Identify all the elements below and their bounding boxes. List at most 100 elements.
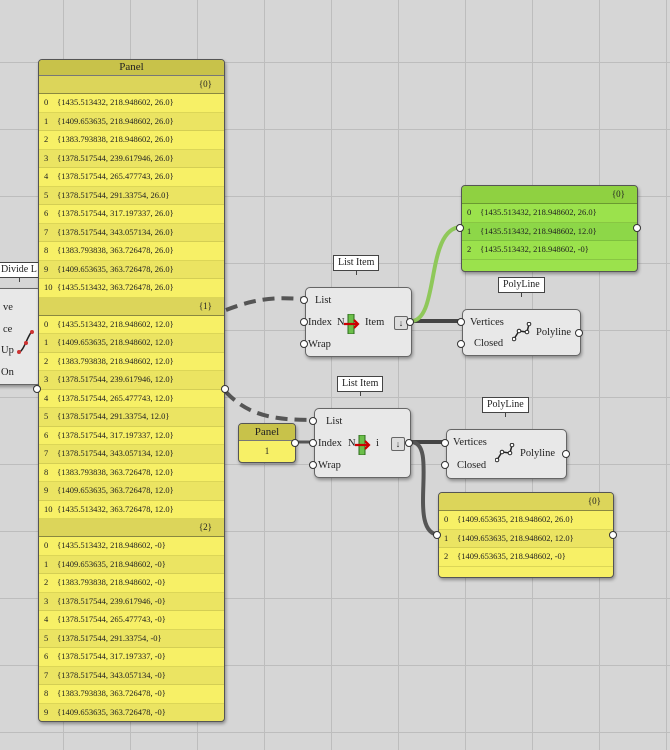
vertices-input-label: Vertices [470, 317, 504, 328]
branch-header: {0} [439, 493, 613, 511]
list-item: 1 {1409.653635, 218.948602, 26.0} [39, 112, 224, 131]
item-value: {1409.653635, 363.726478, 26.0} [57, 263, 174, 274]
item-index: 6 [44, 208, 49, 218]
item-index: 3 [44, 374, 49, 384]
list-item-icon-letter: N [348, 438, 356, 449]
list-item: 2 {1383.793838, 218.948602, -0} [39, 574, 224, 593]
item-index: 3 [44, 595, 49, 606]
item-index: 0 [467, 207, 472, 217]
list-item: 5 {1378.517544, 291.33754, 12.0} [39, 408, 224, 427]
divide-curve-icon [17, 330, 34, 354]
list-item: 6 {1378.517544, 317.197337, -0} [39, 648, 224, 667]
divide-input-label: ce [3, 324, 13, 335]
item-value: {1378.517544, 291.33754, -0} [57, 632, 162, 643]
wire-panel-to-listitem1 [225, 296, 306, 312]
item-index: 7 [44, 448, 49, 458]
item-value: {1409.653635, 218.948602, 12.0} [457, 532, 574, 543]
green-result-panel[interactable]: {0} 0 {1435.513432, 218.948602, 26.0}1 {… [461, 185, 638, 272]
item-index: 9 [44, 485, 49, 495]
list-item-icon [344, 314, 360, 334]
item-value: {1409.653635, 363.726478, 12.0} [57, 485, 174, 495]
wire-panel-to-listitem2 [224, 390, 317, 422]
list-item-2-component[interactable]: List Index Wrap i N ↓ [314, 408, 411, 478]
index-input-label: Index [308, 317, 332, 328]
list-port[interactable] [309, 417, 317, 425]
item-value: {1383.793838, 363.726478, 12.0} [57, 466, 174, 477]
list-item: 3 {1378.517544, 239.617946, -0} [39, 592, 224, 611]
wrap-input-label: Wrap [318, 460, 341, 471]
main-data-panel[interactable]: Panel {0} 0 {1435.513432, 218.948602, 26… [38, 59, 225, 722]
list-item: 0 {1435.513432, 218.948602, -0} [39, 537, 224, 556]
list-item: 8 {1383.793838, 363.726478, -0} [39, 685, 224, 704]
item-value: {1383.793838, 218.948602, -0} [57, 577, 166, 587]
branch-header: {0} [462, 186, 637, 204]
item-value: {1378.517544, 239.617946, 26.0} [57, 152, 174, 163]
item-index: 8 [44, 245, 49, 255]
index-value-panel[interactable]: Panel 1 [238, 423, 296, 463]
item-port[interactable] [406, 318, 414, 326]
main-panel-input-grip[interactable] [33, 385, 41, 393]
item-index: 8 [44, 466, 49, 477]
vertices-port[interactable] [457, 318, 465, 326]
item-index: 5 [44, 411, 49, 421]
main-panel-output-grip[interactable] [221, 385, 229, 393]
list-item: 0 {1435.513432, 218.948602, 26.0} [39, 94, 224, 113]
yellow-result-panel[interactable]: {0} 0 {1409.653635, 218.948602, 26.0}1 {… [438, 492, 614, 578]
green-panel-output-grip[interactable] [633, 224, 641, 232]
item-value: {1378.517544, 343.057134, 26.0} [57, 226, 174, 237]
panel-title: Panel [239, 424, 295, 441]
list-item-1-component[interactable]: List Index Wrap Item N ↓ [305, 287, 412, 357]
wrap-port[interactable] [309, 461, 317, 469]
polyline-output-port[interactable] [575, 329, 583, 337]
item-value: {1435.513432, 218.948602, -0} [480, 244, 589, 254]
branch-2: {2} 0 {1435.513432, 218.948602, -0}1 {14… [39, 519, 224, 721]
list-item: 10 {1435.513432, 363.726478, 12.0} [39, 501, 224, 519]
closed-port[interactable] [441, 461, 449, 469]
down-arrow-icon[interactable]: ↓ [391, 437, 405, 451]
item-index: 8 [44, 688, 49, 698]
item-index: 0 [44, 540, 49, 550]
wire-item2-to-yellowpanel [410, 440, 441, 537]
list-input-label: List [315, 295, 332, 306]
item-value: {1378.517544, 317.197337, -0} [57, 651, 166, 661]
closed-input-label: Closed [474, 338, 504, 349]
item-value: {1378.517544, 265.477743, 26.0} [57, 171, 174, 181]
item-value: {1378.517544, 317.197337, 26.0} [57, 208, 174, 218]
item-value: {1435.513432, 218.948602, 12.0} [480, 225, 597, 236]
wrap-port[interactable] [300, 340, 308, 348]
list-item: 7 {1378.517544, 343.057134, 12.0} [39, 445, 224, 464]
index-port[interactable] [309, 439, 317, 447]
list-item: 4 {1378.517544, 265.477743, 26.0} [39, 168, 224, 187]
green-panel-input-grip[interactable] [456, 224, 464, 232]
divide-output-label: On [1, 367, 14, 378]
item-index: 10 [44, 282, 53, 292]
item-value: {1378.517544, 291.33754, 26.0} [57, 189, 170, 200]
vertices-port[interactable] [441, 439, 449, 447]
closed-port[interactable] [457, 340, 465, 348]
divide-length-component[interactable]: ve ce Up On [0, 288, 42, 385]
branch-0: {0} 0 {1435.513432, 218.948602, 26.0}1 {… [39, 76, 224, 298]
polyline-2-component[interactable]: Vertices Closed Polyline [446, 429, 567, 479]
list-port[interactable] [300, 296, 308, 304]
polyline-output-port[interactable] [562, 450, 570, 458]
list-item: 4 {1378.517544, 265.477743, 12.0} [39, 390, 224, 408]
item-index: 10 [44, 503, 53, 514]
index-panel-output-grip[interactable] [291, 439, 299, 447]
list-item: 6 {1378.517544, 317.197337, 12.0} [39, 427, 224, 445]
polyline-1-tag: PolyLine [498, 277, 545, 297]
yellow-panel-input-grip[interactable] [433, 531, 441, 539]
item-value: {1378.517544, 343.057134, 12.0} [57, 448, 174, 458]
divide-input-label: ve [3, 302, 13, 313]
polyline-icon [495, 443, 515, 463]
item-port[interactable] [405, 439, 413, 447]
list-item: 7 {1378.517544, 343.057134, -0} [39, 666, 224, 685]
item-value: {1409.653635, 218.948602, 26.0} [57, 115, 174, 126]
item-value: {1435.513432, 218.948602, 26.0} [57, 97, 174, 107]
index-port[interactable] [300, 318, 308, 326]
yellow-panel-output-grip[interactable] [609, 531, 617, 539]
list-item-1-tag: List Item [333, 255, 380, 275]
item-index: 5 [44, 632, 49, 643]
item-index: 9 [44, 706, 49, 717]
polyline-1-component[interactable]: Vertices Closed Polyline [462, 309, 581, 356]
